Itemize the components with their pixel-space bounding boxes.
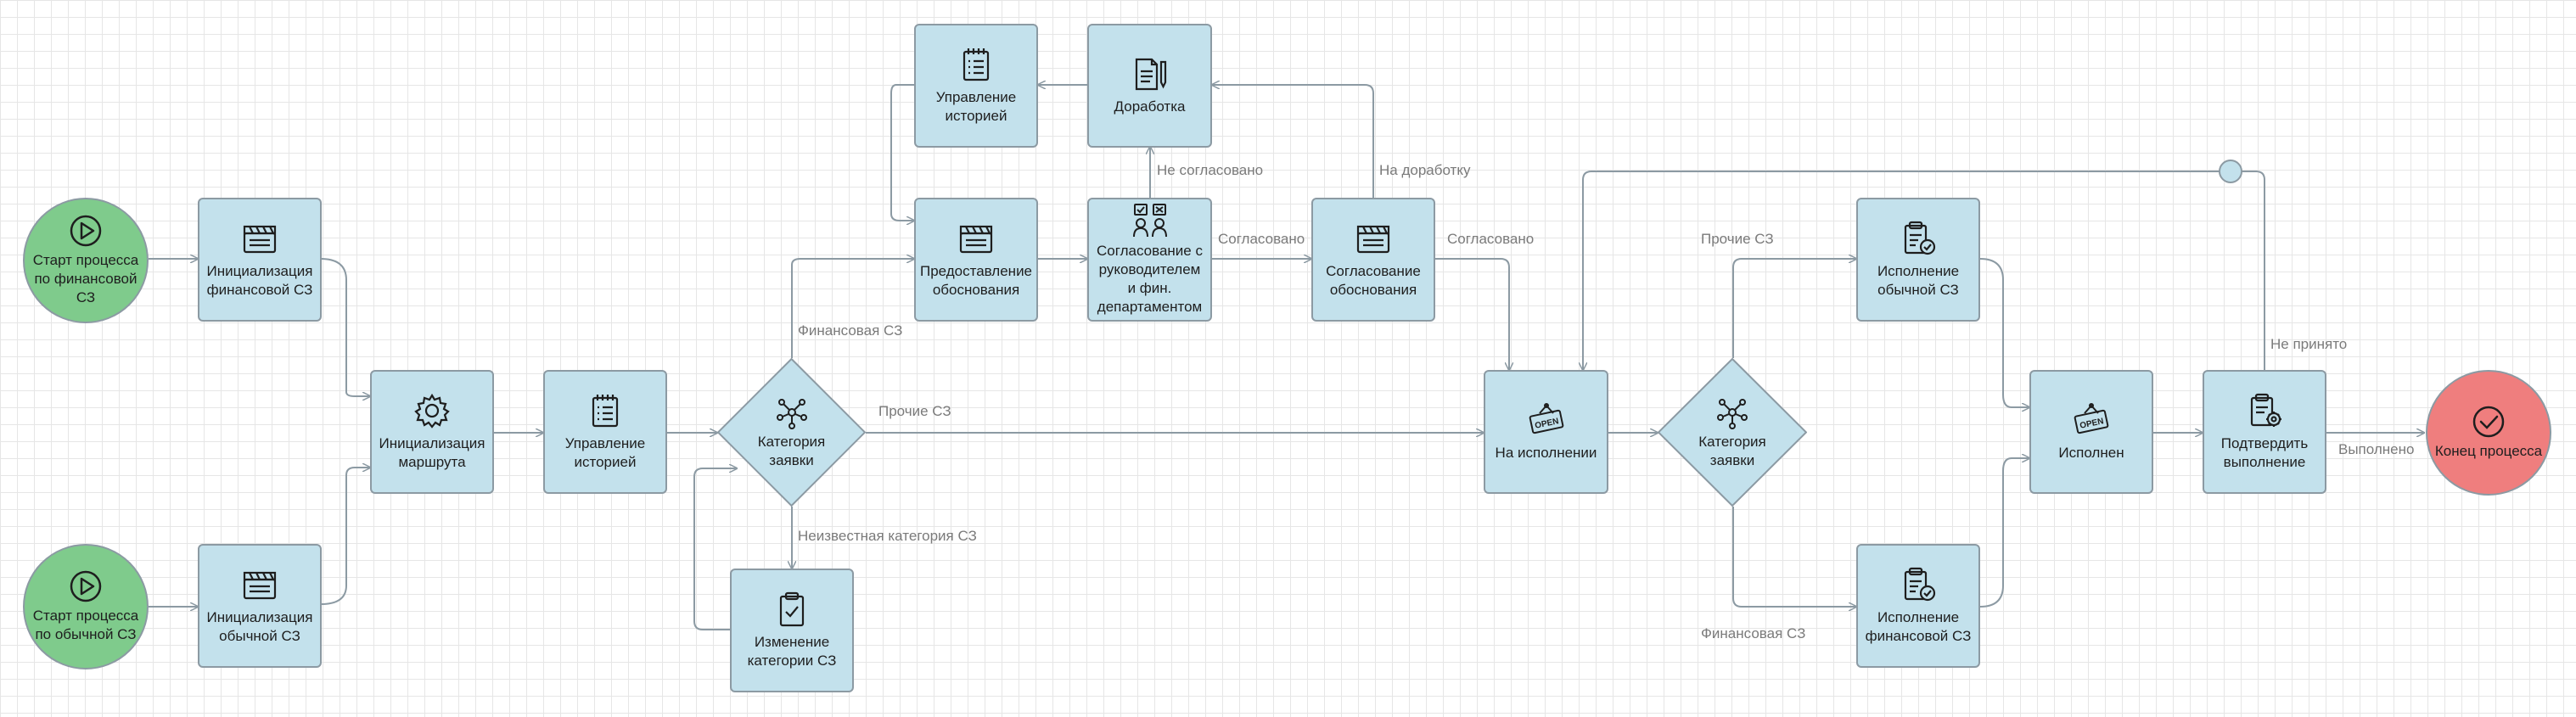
gateway-request-category-2[interactable]: Категория заявки — [1658, 358, 1807, 507]
task-rework[interactable]: Доработка — [1087, 24, 1212, 148]
task-done[interactable]: OPEN Исполнен — [2029, 370, 2153, 494]
node-label: Категория заявки — [753, 433, 830, 470]
gateway-request-category[interactable]: Категория заявки — [717, 358, 866, 507]
notepad-list-icon — [957, 46, 995, 83]
edge-label-unknown-category: Неизвестная категория СЗ — [798, 528, 977, 545]
end-event[interactable]: Конец процесса — [2426, 370, 2551, 496]
edge-label-not-agreed: Не согласовано — [1157, 162, 1263, 179]
edge-label-agreed-1: Согласовано — [1218, 231, 1305, 248]
node-label: Старт процесса по обычной СЗ — [28, 607, 144, 644]
task-execute-financial[interactable]: Исполнение финансовой СЗ — [1856, 544, 1980, 668]
task-history-management-2[interactable]: Управление историей — [914, 24, 1038, 148]
clapperboard-icon — [241, 566, 278, 603]
play-icon — [69, 569, 103, 603]
node-label: Инициализация обычной СЗ — [202, 608, 318, 646]
document-pencil-icon — [1131, 55, 1169, 92]
node-label: Изменение категории СЗ — [743, 633, 842, 670]
edge-initfin-initroute — [321, 259, 370, 396]
clipboard-done-icon — [1900, 220, 1937, 257]
node-label: Инициализация маршрута — [374, 434, 491, 472]
edge-label-other-sz: Прочие СЗ — [878, 403, 951, 420]
play-icon — [69, 214, 103, 248]
node-label: Инициализация финансовой СЗ — [202, 262, 318, 300]
edge-label-for-rework: На доработку — [1379, 162, 1470, 179]
node-label: Исполнение финансовой СЗ — [1860, 608, 1977, 646]
node-label: Согласование обоснования — [1321, 262, 1426, 300]
edge-label-agreed-2: Согласовано — [1447, 231, 1534, 248]
task-execute-regular[interactable]: Исполнение обычной СЗ — [1856, 198, 1980, 322]
node-label: Согласование с руководителем и фин. депа… — [1092, 242, 1208, 316]
node-label: Старт процесса по финансовой СЗ — [28, 251, 144, 307]
task-provide-justification[interactable]: Предоставление обоснования — [914, 198, 1038, 322]
clipboard-gear-icon — [2246, 392, 2283, 429]
edge-history2-provide — [891, 85, 914, 221]
edge-label-not-accepted: Не принято — [2270, 336, 2347, 353]
approval-people-icon — [1131, 203, 1169, 240]
node-label: На исполнении — [1490, 444, 1602, 462]
task-init-route[interactable]: Инициализация маршрута — [370, 370, 494, 494]
clapperboard-icon — [957, 220, 995, 257]
start-event-regular[interactable]: Старт процесса по обычной СЗ — [23, 544, 149, 669]
task-approve-head[interactable]: Согласование с руководителем и фин. депа… — [1087, 198, 1212, 322]
node-label: Категория заявки — [1693, 433, 1771, 470]
notepad-list-icon — [586, 392, 624, 429]
node-label: Исполнение обычной СЗ — [1872, 262, 1964, 300]
task-init-financial[interactable]: Инициализация финансовой СЗ — [198, 198, 322, 322]
task-in-progress[interactable]: OPEN На исполнении — [1484, 370, 1608, 494]
node-label: Подтвердить выполнение — [2216, 434, 2313, 472]
clapperboard-icon — [1355, 220, 1392, 257]
clapperboard-icon — [241, 220, 278, 257]
task-confirm-completion[interactable]: Подтвердить выполнение — [2203, 370, 2326, 494]
gear-icon — [413, 392, 451, 429]
edge-label-financial-sz-2: Финансовая СЗ — [1701, 625, 1805, 642]
edge-execreg-done — [1980, 259, 2029, 407]
edge-label-other-sz-2: Прочие СЗ — [1701, 231, 1774, 248]
node-label: Доработка — [1109, 98, 1191, 116]
node-label: Управление историей — [560, 434, 651, 472]
network-icon — [775, 395, 809, 429]
edge-category1-provide — [792, 259, 914, 358]
edge-label-completed: Выполнено — [2338, 441, 2414, 458]
node-label: Предоставление обоснования — [915, 262, 1037, 300]
edge-initreg-initroute — [321, 468, 370, 604]
task-change-category[interactable]: Изменение категории СЗ — [730, 569, 854, 692]
open-sign-icon: OPEN — [1528, 401, 1565, 439]
node-label: Исполнен — [2053, 444, 2129, 462]
node-label: Управление историей — [931, 88, 1022, 126]
task-history-management[interactable]: Управление историей — [543, 370, 667, 494]
node-label: Конец процесса — [2430, 442, 2547, 461]
check-circle-icon — [2472, 405, 2506, 439]
start-event-financial[interactable]: Старт процесса по финансовой СЗ — [23, 198, 149, 323]
clipboard-check-icon — [773, 591, 811, 628]
edge-label-financial-sz: Финансовая СЗ — [798, 322, 902, 339]
edge-approvejust-rework — [1212, 85, 1373, 198]
open-sign-icon: OPEN — [2073, 401, 2110, 439]
edge-category2-execfin — [1733, 507, 1856, 607]
edge-approvejust-inprogress — [1435, 259, 1509, 370]
clipboard-done-icon — [1900, 566, 1937, 603]
junction-point — [2220, 160, 2242, 182]
task-approve-justification[interactable]: Согласование обоснования — [1311, 198, 1435, 322]
edge-execfin-done — [1980, 458, 2029, 607]
task-init-regular[interactable]: Инициализация обычной СЗ — [198, 544, 322, 668]
edge-category2-execreg — [1733, 259, 1856, 358]
edge-confirm-loop — [2241, 171, 2265, 370]
network-icon — [1715, 395, 1749, 429]
